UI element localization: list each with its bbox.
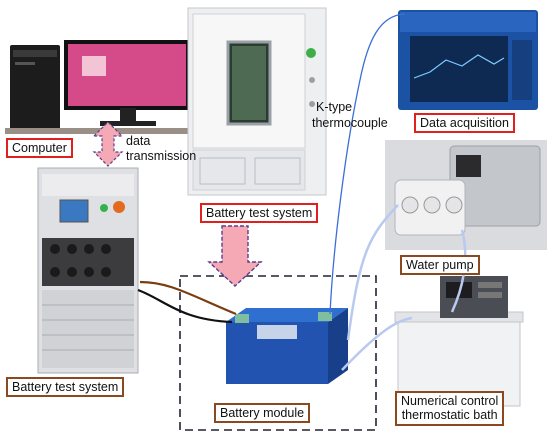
coolant-tube-inlet — [346, 204, 399, 341]
water-pump-illustration — [385, 140, 547, 250]
label-battery-test-system-left: Battery test system — [6, 377, 125, 398]
label-water-pump: Water pump — [400, 255, 480, 276]
label-thermostatic-bath: Numerical control thermostatic bath — [395, 391, 505, 426]
label-data-transmission-line1: data — [126, 134, 151, 148]
data-acquisition-device-illustration — [398, 10, 538, 110]
label-k-type-line1: K-type — [316, 100, 353, 114]
label-data-transmission-line2: transmission — [126, 149, 197, 163]
computer-illustration — [5, 40, 205, 134]
label-computer: Computer — [6, 138, 73, 159]
label-k-type-line2: thermocouple — [312, 116, 388, 130]
label-battery-module: Battery module — [214, 403, 311, 424]
thermocouple-wire — [329, 13, 406, 315]
label-thermostatic-bath-line1: Numerical control — [401, 394, 499, 408]
battery-module-illustration — [226, 308, 348, 384]
negative-cable — [137, 288, 233, 324]
coolant-tube-outlet — [341, 316, 413, 371]
label-battery-test-system-top: Battery test system — [200, 203, 319, 224]
label-data-acquisition: Data acquisition — [414, 113, 515, 134]
test-chamber-illustration — [187, 7, 327, 196]
positive-cable — [139, 280, 237, 316]
data-transmission-arrow — [92, 121, 124, 167]
battery-module-dashed-frame — [179, 275, 377, 431]
battery-tester-cabinet-illustration — [37, 167, 139, 374]
chamber-to-battery-arrow — [207, 225, 263, 287]
label-thermostatic-bath-line2: thermostatic bath — [401, 408, 498, 423]
